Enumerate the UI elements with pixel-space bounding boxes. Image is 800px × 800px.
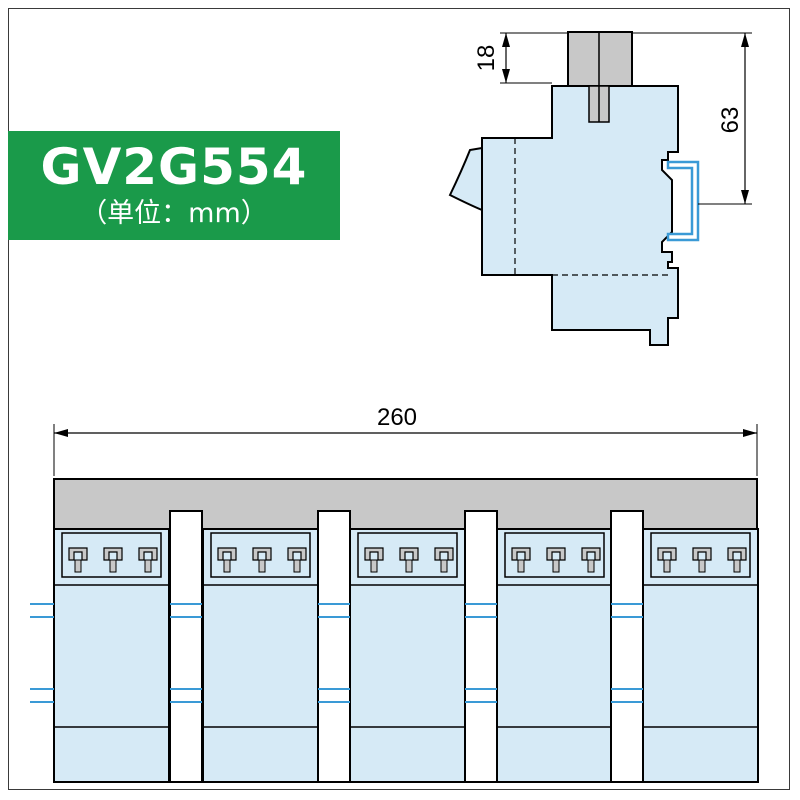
module-gap [610,510,644,783]
terminal-clamp [511,547,531,573]
breaker-module [53,528,170,783]
terminal-clamp [546,547,566,573]
model-number: GV2G554 [40,138,308,196]
terminal-clamp [138,547,158,573]
dim-rail-height: 63 [717,107,744,134]
module-gap [317,510,351,783]
terminal-block [567,31,633,87]
module-gap [464,510,498,783]
side-handle [448,146,483,212]
terminal-clamp [434,547,454,573]
terminal-clamp [727,547,747,573]
drawing-frame [8,8,790,790]
dim-total-width: 260 [377,404,417,431]
terminal-clamp [399,547,419,573]
unit-label: （单位：mm） [80,198,268,229]
module-gap [169,510,203,783]
terminal-clamp [364,547,384,573]
breaker-module [349,528,466,783]
side-view: 18 63 [448,31,752,346]
rail-lines [30,603,643,703]
terminal-clamp [581,547,601,573]
side-body [481,85,679,346]
terminal-clamp [287,547,307,573]
terminal-clamp [657,547,677,573]
terminal-clamp [217,547,237,573]
breaker-module [642,528,759,783]
terminal-clamp [252,547,272,573]
terminal-clamp [692,547,712,573]
model-badge: GV2G554 （单位：mm） [8,131,340,240]
front-view: 260 [30,404,759,783]
terminal-clamp [68,547,88,573]
breaker-module [496,528,613,783]
din-rail [666,160,700,242]
terminal-clamp [103,547,123,573]
breaker-module [202,528,319,783]
dim-terminal-height: 18 [473,45,500,72]
busbar [53,478,758,530]
module-group [53,510,759,783]
